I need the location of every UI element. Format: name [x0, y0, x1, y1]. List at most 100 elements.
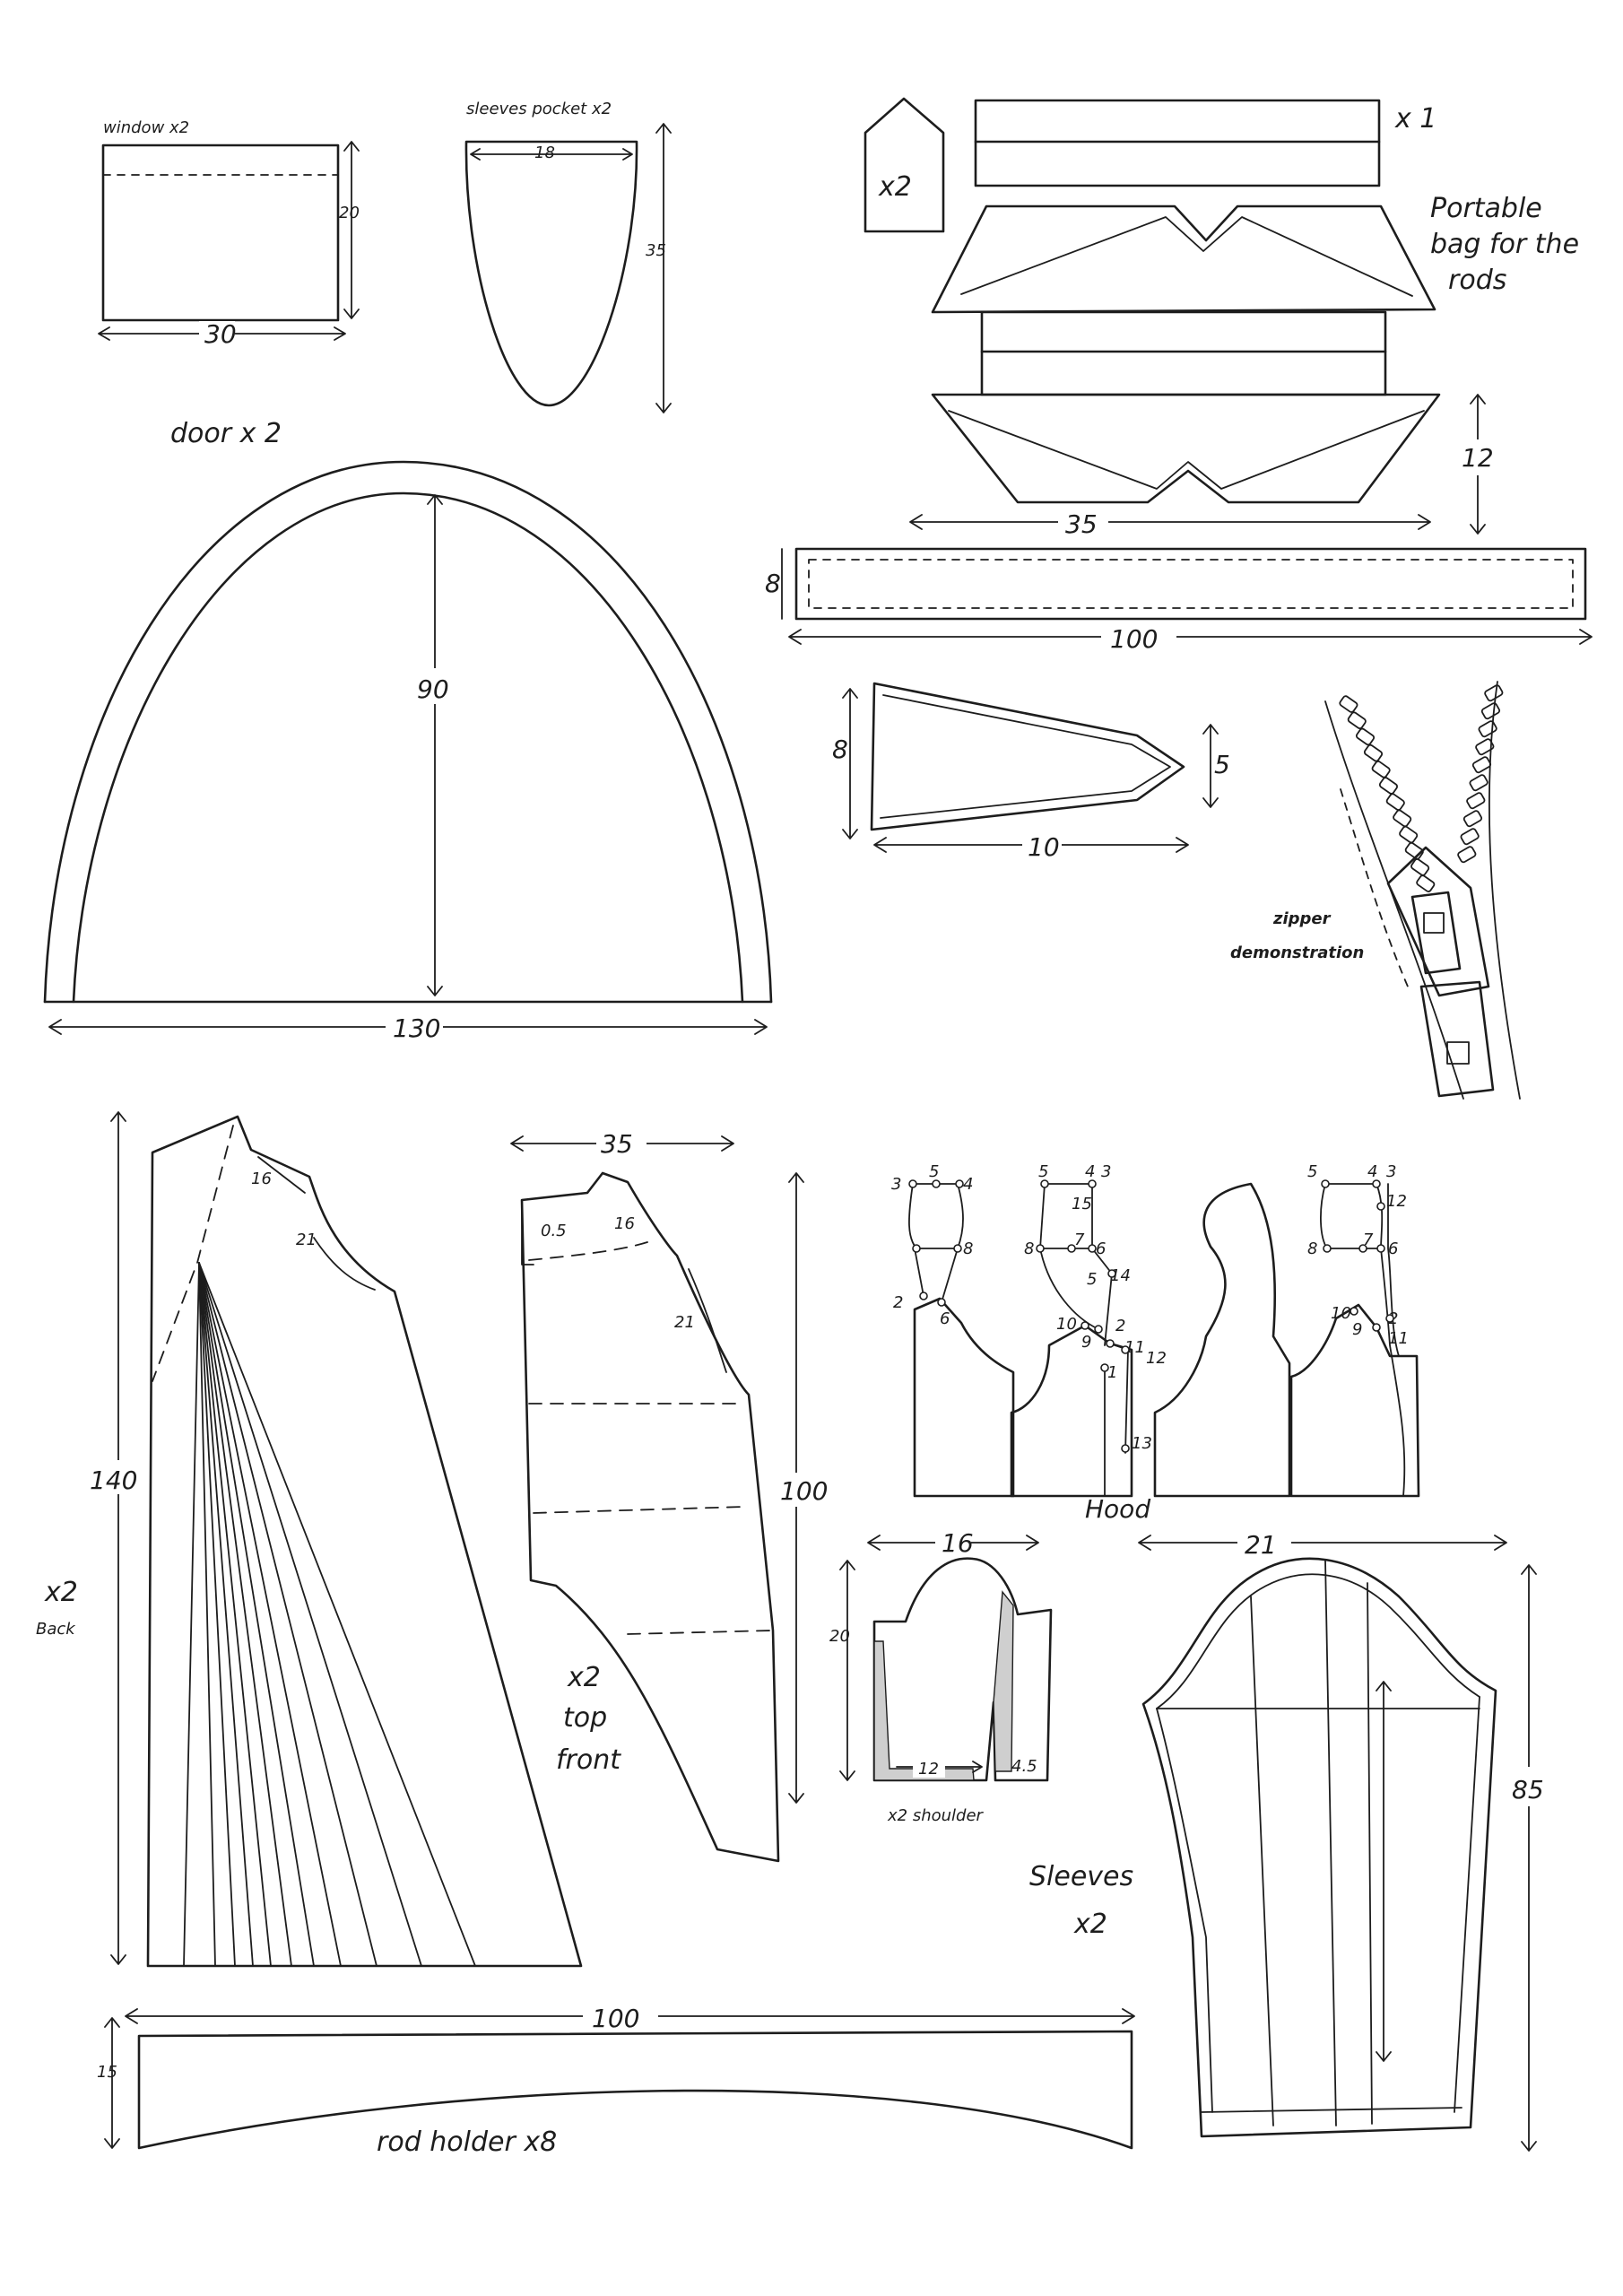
hood-p2-label-7: 5: [1087, 1270, 1097, 1289]
zipper-pull-hole: [1423, 912, 1445, 934]
hood-p2-label-6: 6: [1096, 1239, 1106, 1258]
zipper-tooth: [1363, 744, 1384, 762]
zipper-tooth: [1378, 777, 1398, 795]
portable-bag-piece: x 1 Portable bag for the rods 12 35: [909, 99, 1579, 539]
hood-p1-label-5: 6: [940, 1309, 950, 1328]
front-armhole-arrow: [688, 1268, 727, 1373]
door-outer-arc: [43, 460, 773, 1004]
hood-panel2-body: [1010, 1324, 1133, 1498]
back-label-line2: Back: [36, 1620, 76, 1639]
shoulder-seam-hatch-right: [993, 1590, 1014, 1772]
zipper-tooth: [1399, 825, 1419, 844]
sleeve-hem-line: [1201, 2107, 1462, 2113]
zipper-tooth: [1404, 841, 1424, 860]
hood-point: [1121, 1345, 1130, 1354]
zipper-illustration: zipper demonstration: [1230, 681, 1521, 1100]
front-seam-dim: 0.5: [541, 1222, 567, 1240]
hood-label: Hood: [1085, 1494, 1150, 1524]
hood-p1-label-3: 8: [963, 1239, 973, 1258]
window-width-gap: [199, 321, 235, 344]
pocket-label: sleeves pocket x2: [466, 100, 612, 118]
flap-tip-arrow: [1202, 724, 1219, 808]
shoulder-seam-hatch-left: [873, 1640, 975, 1781]
back-length-dim: 140: [90, 1465, 137, 1495]
door-height-gap: [414, 668, 459, 704]
sleeve-width-dim: 21: [1245, 1530, 1277, 1560]
front-dash-3: [533, 1506, 745, 1514]
hood-point: [1376, 1244, 1385, 1253]
back-outline: [146, 1115, 583, 1968]
hood-p4-label-3: 12: [1386, 1192, 1407, 1211]
strap-seam: [808, 559, 1574, 609]
hood-point: [955, 1179, 964, 1188]
front-length-gap: [778, 1473, 818, 1507]
sleeve-inner-cap: [1156, 1573, 1480, 1709]
sleeves-piece: 21 85 Sleeves x2: [1029, 1525, 1551, 2152]
back-pleat-line: [198, 1262, 422, 1967]
flap-outline: [870, 682, 1185, 831]
bag-width-gap: [1058, 508, 1108, 538]
zipper-teeth-right: [1457, 684, 1504, 864]
rod-width-arrow: [104, 2017, 120, 2149]
door-width-gap: [386, 1012, 443, 1042]
hood-panel4-body: [1289, 1303, 1420, 1498]
hood-p1-label-4: 2: [893, 1293, 903, 1312]
zipper-tooth: [1480, 702, 1501, 720]
flap-inner-line: [880, 694, 1171, 819]
back-pleat-line: [198, 1262, 315, 1967]
zipper-tooth: [1371, 761, 1391, 778]
bag-label-line3: rods: [1448, 265, 1506, 296]
hood-p1-label-0: 3: [891, 1175, 901, 1194]
sleeves-label-line1: Sleeves: [1029, 1861, 1133, 1892]
flap-piece: 8 5 10: [832, 682, 1230, 862]
hood-p2-label-5: 7: [1074, 1231, 1085, 1249]
sleeves-label-line2: x2: [1073, 1909, 1107, 1940]
front-width-gap: [596, 1127, 647, 1158]
hood-p1-label-2: 4: [963, 1175, 973, 1194]
sleeve-length-dim: 85: [1512, 1775, 1544, 1805]
hood-panel3-body: [1153, 1182, 1291, 1498]
pocket-height-dim: 35: [646, 241, 666, 260]
bag-middle-rect: [980, 310, 1387, 396]
window-width-dim: 30: [204, 319, 237, 349]
hood-p4-label-0: 5: [1307, 1162, 1317, 1181]
hood-point: [1372, 1323, 1381, 1332]
hood-p2-label-0: 5: [1038, 1162, 1048, 1181]
hood-panel4-lines: [1320, 1183, 1406, 1497]
hood-point: [1107, 1269, 1116, 1278]
door-inner-arc: [72, 491, 744, 1004]
front-shoulder-dim: 16: [614, 1214, 635, 1233]
hood-p2-label-15: 13: [1132, 1434, 1152, 1453]
zipper-pull-tab: [1419, 980, 1495, 1098]
front-width-dim: 35: [601, 1129, 633, 1159]
hood-point: [1358, 1244, 1367, 1253]
zipper-tooth: [1355, 727, 1376, 746]
shoulder-height-arrow: [839, 1560, 855, 1781]
strap-length-dim: 100: [1110, 624, 1158, 654]
hood-panel2-lines: [1039, 1183, 1129, 1454]
hood-p4-label-7: 10: [1331, 1304, 1351, 1323]
hood-point: [1323, 1244, 1332, 1253]
door-piece: door x 2 90 130: [43, 418, 773, 1043]
hood-p2-label-3: 15: [1072, 1195, 1092, 1213]
front-label-line2: top: [563, 1702, 607, 1734]
door-label: door x 2: [170, 418, 282, 449]
hood-point: [1350, 1307, 1358, 1316]
sleeve-guide-3: [1367, 1582, 1373, 2125]
zipper-slider-body: [1386, 846, 1490, 997]
shoulder-width-gap: [935, 1527, 971, 1558]
pentagon-outline: [864, 97, 945, 233]
hood-p4-label-5: 7: [1363, 1231, 1374, 1249]
back-armhole-arrow: [313, 1237, 376, 1291]
bag-top-strip: [974, 99, 1381, 187]
hood-point: [1372, 1179, 1381, 1188]
hood-point: [1376, 1202, 1385, 1211]
zipper-tooth: [1478, 720, 1497, 738]
hood-point: [1040, 1179, 1049, 1188]
hood-p2-label-9: 10: [1056, 1315, 1077, 1334]
sleeves-pocket-piece: sleeves pocket x2 18 35: [464, 100, 672, 413]
hood-p4-label-4: 8: [1307, 1239, 1317, 1258]
bag-upper-inner-line: [960, 216, 1413, 297]
bag-width-arrow: [909, 514, 1431, 530]
front-dash-1: [528, 1241, 648, 1261]
